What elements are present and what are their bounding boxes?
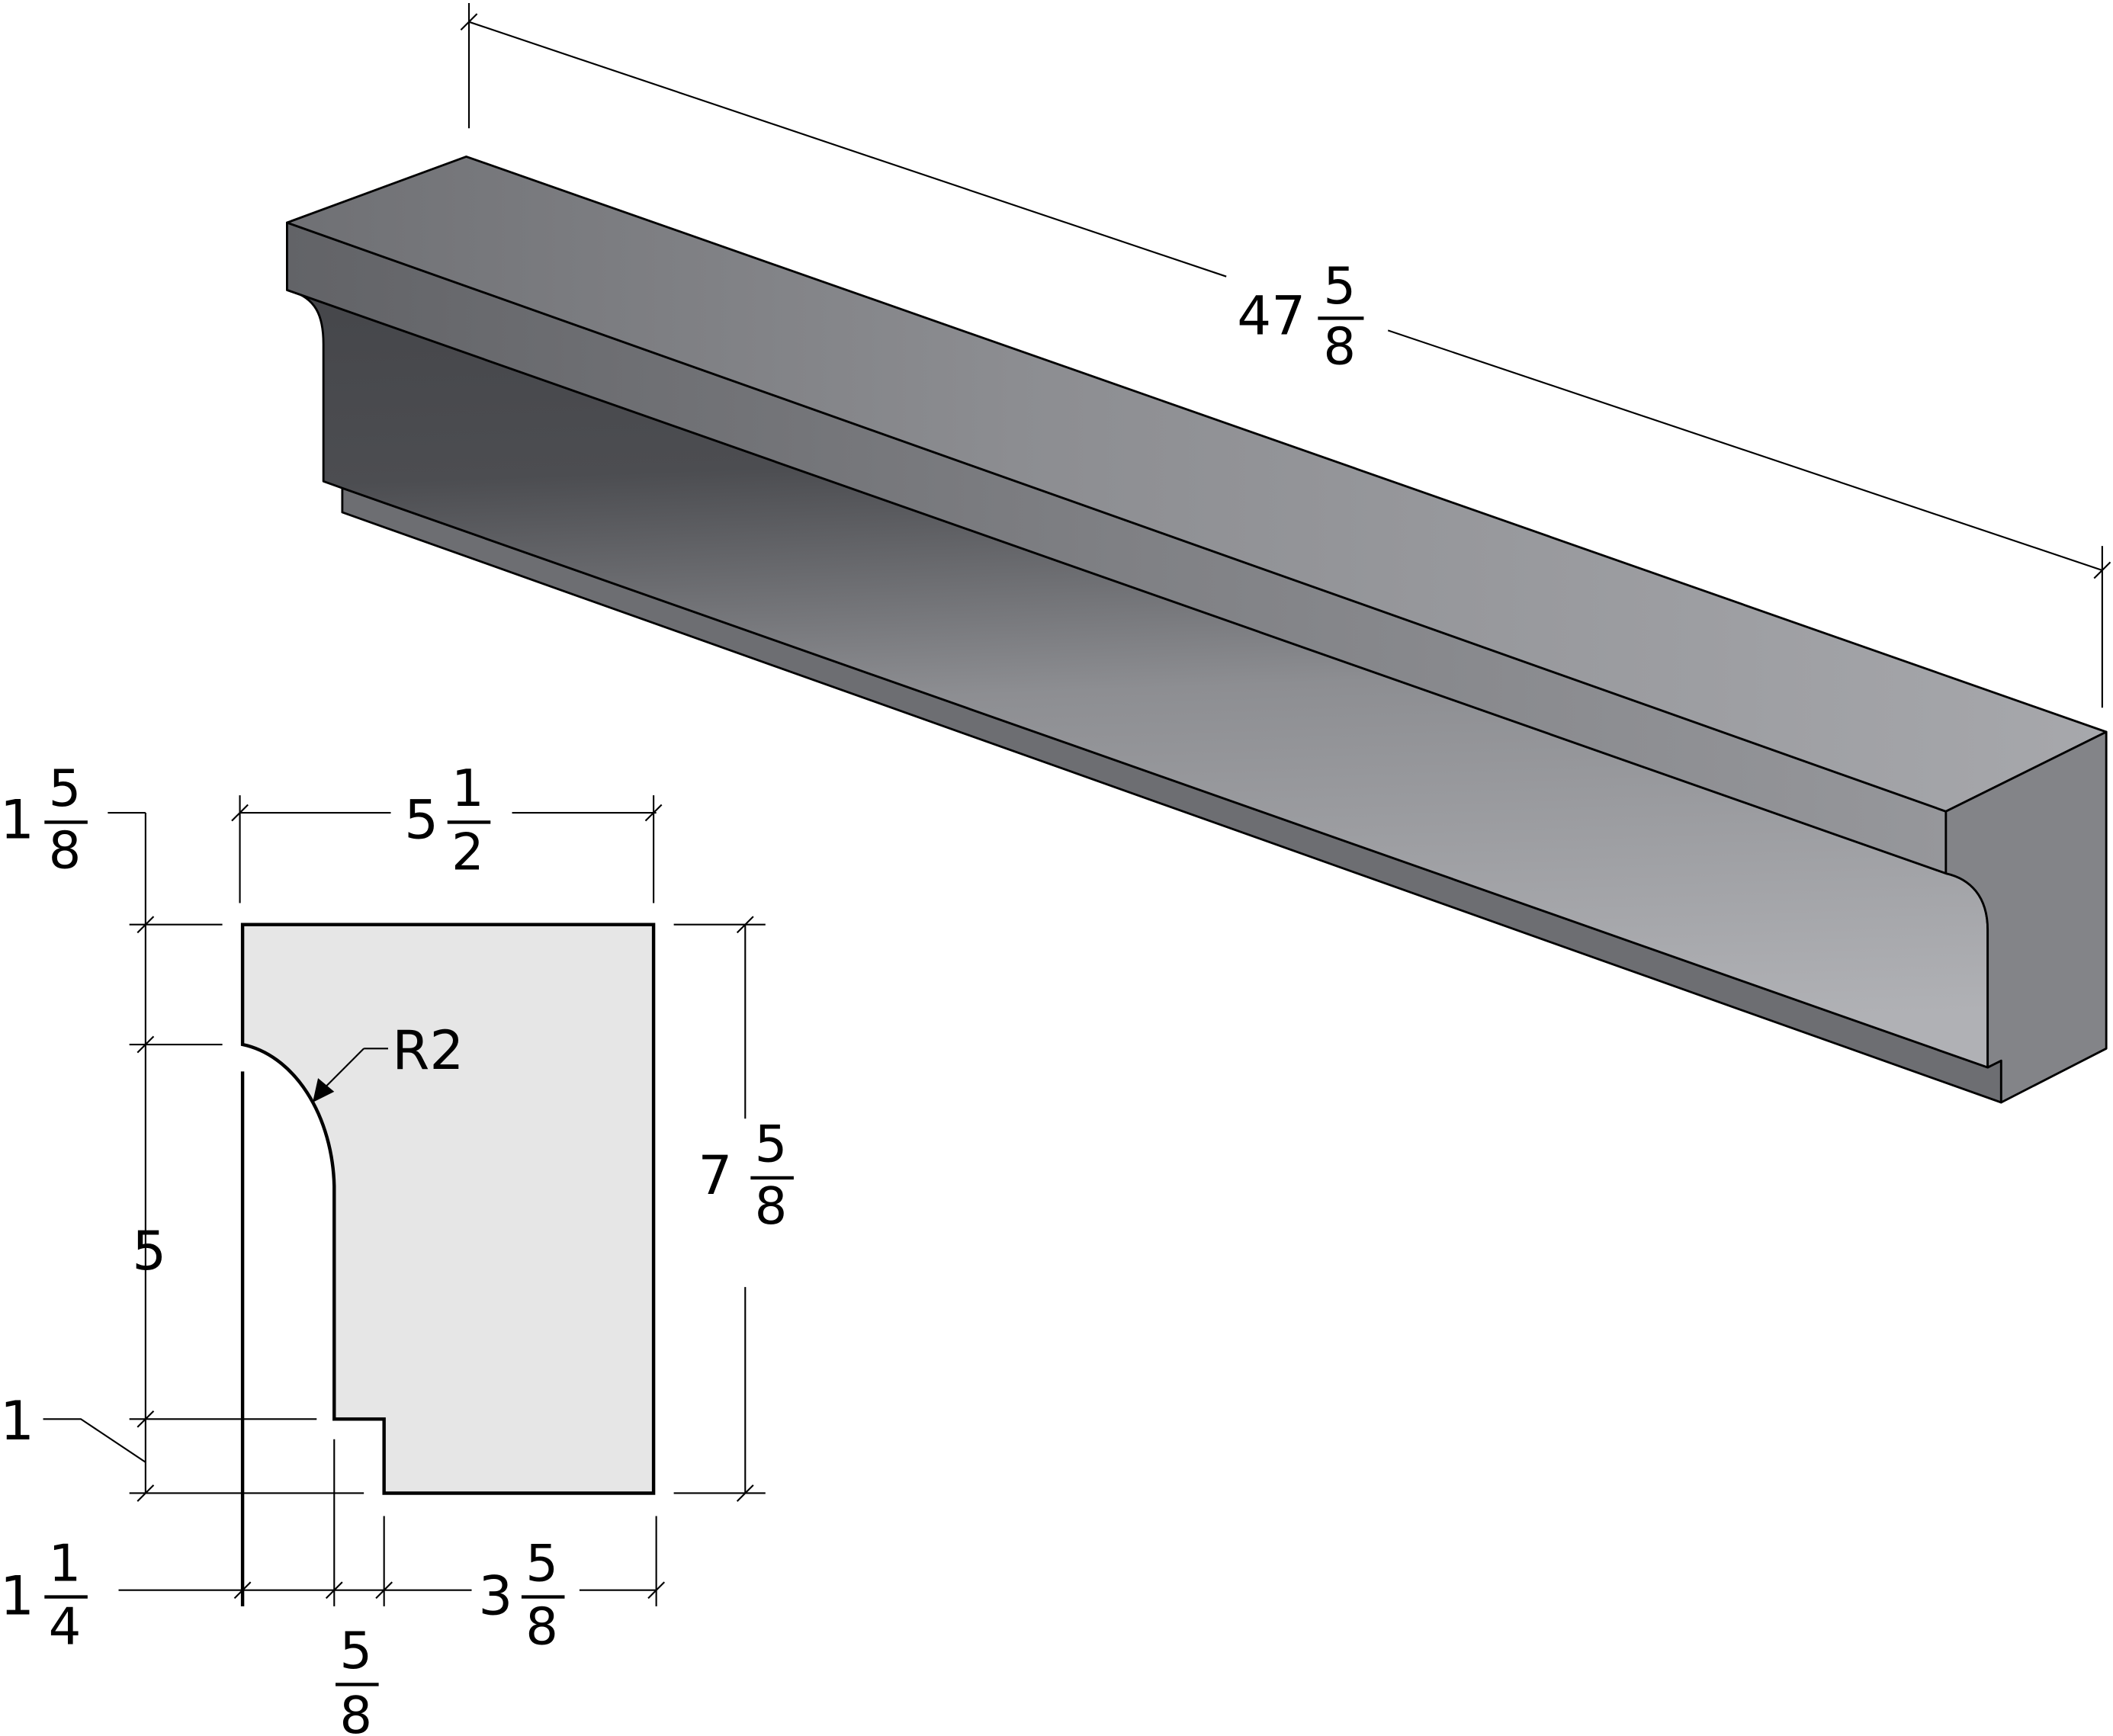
dimension-label: 1 [0,788,34,852]
dimension-label: 5 [339,1621,372,1680]
dimension-line [231,804,249,822]
dimension-label: 4 [49,1596,82,1656]
dimension-label: 1 [451,759,484,818]
dimension-line [233,1581,252,1600]
dimension-label: 1 [0,1564,34,1628]
dimension-label: R2 [392,1019,464,1082]
dimension-label: 1 [0,1389,34,1452]
dimension-line [736,916,754,934]
dimension-label: 8 [339,1686,372,1736]
dimension-label: 7 [698,1144,732,1207]
dimension-line [468,21,1227,278]
dimension-line [325,1581,343,1600]
dimension-label: 5 [132,1219,166,1282]
dimension-line [736,1484,754,1502]
dimension-line [375,1581,393,1600]
dimension-label: 47 [1237,284,1305,348]
dimension-line [460,13,478,31]
dimension-label: 3 [478,1564,512,1628]
dimension-label: 2 [451,822,484,881]
dimension-line [312,1078,335,1102]
dimension-line [136,1484,155,1502]
dimension-line [323,1048,364,1090]
dimension-label: 8 [1323,317,1356,377]
dimension-line [136,916,155,934]
beam-end-face [1944,730,2108,1104]
dimension-line [136,1035,155,1054]
section-profile [240,923,656,1495]
dimension-label: 5 [49,759,82,818]
dimension-line [2093,561,2111,579]
dimension-label: 5 [755,1115,788,1174]
cross-section: R2 5 1 2 7 5 8 1 5 8 [0,759,794,1736]
dimension-line [43,1418,146,1463]
dimension-label: 5 [525,1533,558,1593]
dimension-line [647,1581,665,1600]
beam-isometric [286,155,2108,1104]
dimension-label: 1 [49,1533,82,1593]
length-dimension: 47 5 8 [460,2,2111,708]
dimension-label: 8 [755,1176,788,1236]
dimension-label: 5 [404,788,438,852]
dimension-line [1387,329,2103,571]
dimension-label: 8 [525,1596,558,1656]
dimension-line [644,804,663,822]
dimension-label: 8 [49,821,82,881]
dimension-line [136,1410,155,1428]
dimension-label: 5 [1323,256,1356,316]
